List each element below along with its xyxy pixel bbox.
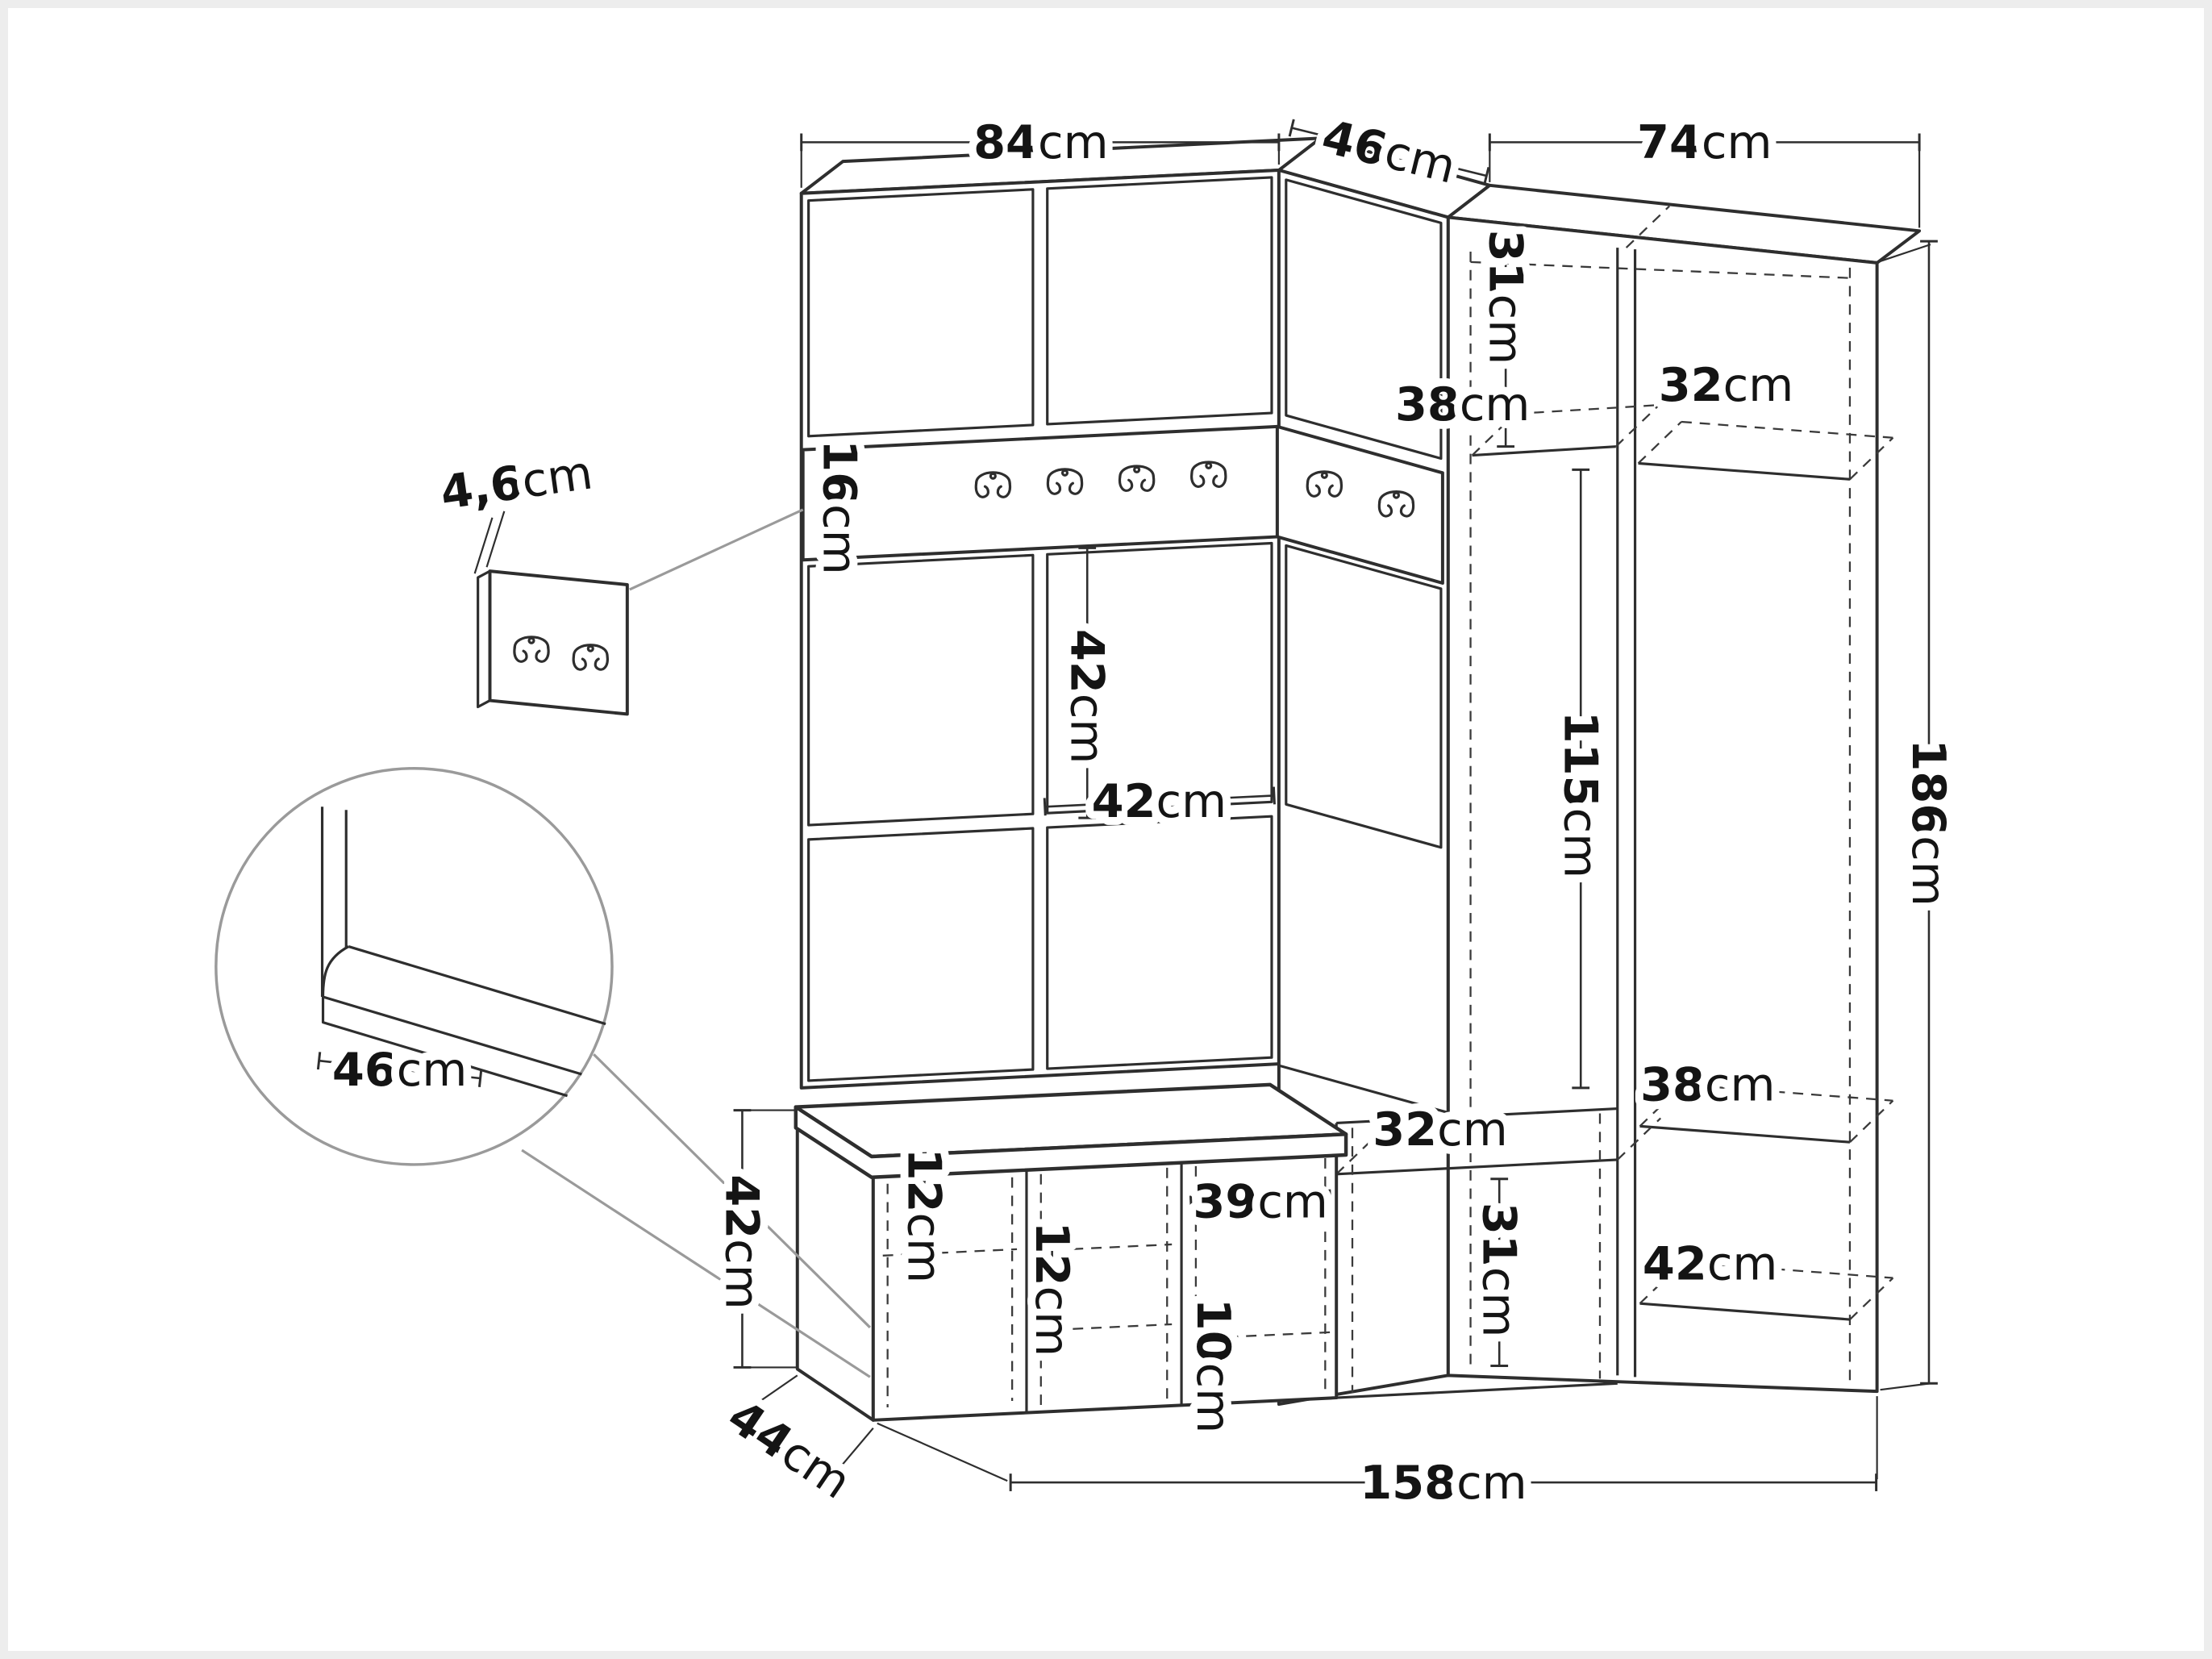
panel-tile: [1285, 544, 1443, 849]
dim-panel-tile-width: 42cm: [1092, 774, 1227, 828]
dim-top-width-left: 84cm: [973, 115, 1108, 169]
dim-lower-shelf-depth-a: 38cm: [1640, 1058, 1775, 1112]
dim-panel-tile-height: 42cm: [1060, 629, 1114, 764]
panel-tile: [1046, 815, 1273, 1070]
shelf: [1639, 1302, 1851, 1321]
shelf: [1638, 461, 1851, 481]
dim-upper-shelf-depth: 38cm: [1395, 377, 1530, 431]
panel-tile: [1046, 176, 1273, 426]
dim-bench-shelf-left: 12cm: [897, 1148, 951, 1283]
shelf: [1472, 445, 1616, 457]
dim-bench-height: 42cm: [715, 1174, 769, 1309]
dimension-line: [316, 1052, 483, 1087]
panel-tile: [807, 827, 1035, 1082]
hook-panel-detail: [473, 508, 804, 716]
shelf-hidden-edges: [1471, 404, 1894, 1320]
hidden-edge: [1335, 1132, 1381, 1175]
hidden-edge: [1625, 205, 1670, 248]
extension-line: [473, 517, 494, 574]
dim-upper-shelf-right-depth: 32cm: [1659, 358, 1793, 412]
dim-hanging-space-height: 115cm: [1553, 711, 1607, 878]
dim-bench-depth: 44cm: [719, 1390, 860, 1510]
hidden-edge: [1616, 1117, 1662, 1161]
bench-cushion-edge: [794, 1105, 1348, 1179]
dim-upper-shelf-height: 31cm: [1478, 230, 1532, 365]
dim-top-width-right: 74cm: [1637, 115, 1772, 169]
detail-leader-line: [629, 508, 804, 591]
furniture-dimension-diagram: 84cm 46cm 74cm 31cm 38cm 32cm 16cm 42cm …: [215, 102, 1964, 1518]
dim-bench-compartment-width: 39cm: [1193, 1174, 1327, 1228]
panel-tile: [807, 188, 1035, 438]
hook-rail: [801, 424, 1444, 585]
wardrobe: [1446, 205, 1894, 1394]
hidden-edge: [1470, 261, 1850, 279]
dim-total-width: 158cm: [1360, 1456, 1527, 1510]
detail-leader-line: [593, 1053, 871, 1329]
dim-lower-shelf-depth-b: 42cm: [1643, 1237, 1777, 1291]
panel-tile: [1285, 178, 1443, 461]
dim-total-height: 186cm: [1902, 739, 1956, 906]
shelf: [1336, 1158, 1618, 1176]
dim-cubby-height: 31cm: [1472, 1203, 1526, 1337]
extension-line: [485, 511, 506, 568]
dim-hook-rail-height: 16cm: [812, 440, 866, 574]
panel-wall: [799, 169, 1281, 1090]
bench-corner-detail: [215, 767, 614, 1166]
shelf: [1639, 1124, 1851, 1144]
dim-seat-depth: 46cm: [332, 1043, 467, 1097]
dim-cubby-width: 32cm: [1373, 1103, 1507, 1157]
dim-bench-shelf-mid: 12cm: [1025, 1222, 1079, 1357]
dimension-lines: [733, 119, 1938, 1491]
dim-bench-shelf-right: 10cm: [1186, 1298, 1240, 1433]
dim-panel-thickness: 4,6cm: [437, 445, 596, 520]
panel-tile: [807, 553, 1035, 827]
detail-leader-line: [521, 1148, 871, 1378]
